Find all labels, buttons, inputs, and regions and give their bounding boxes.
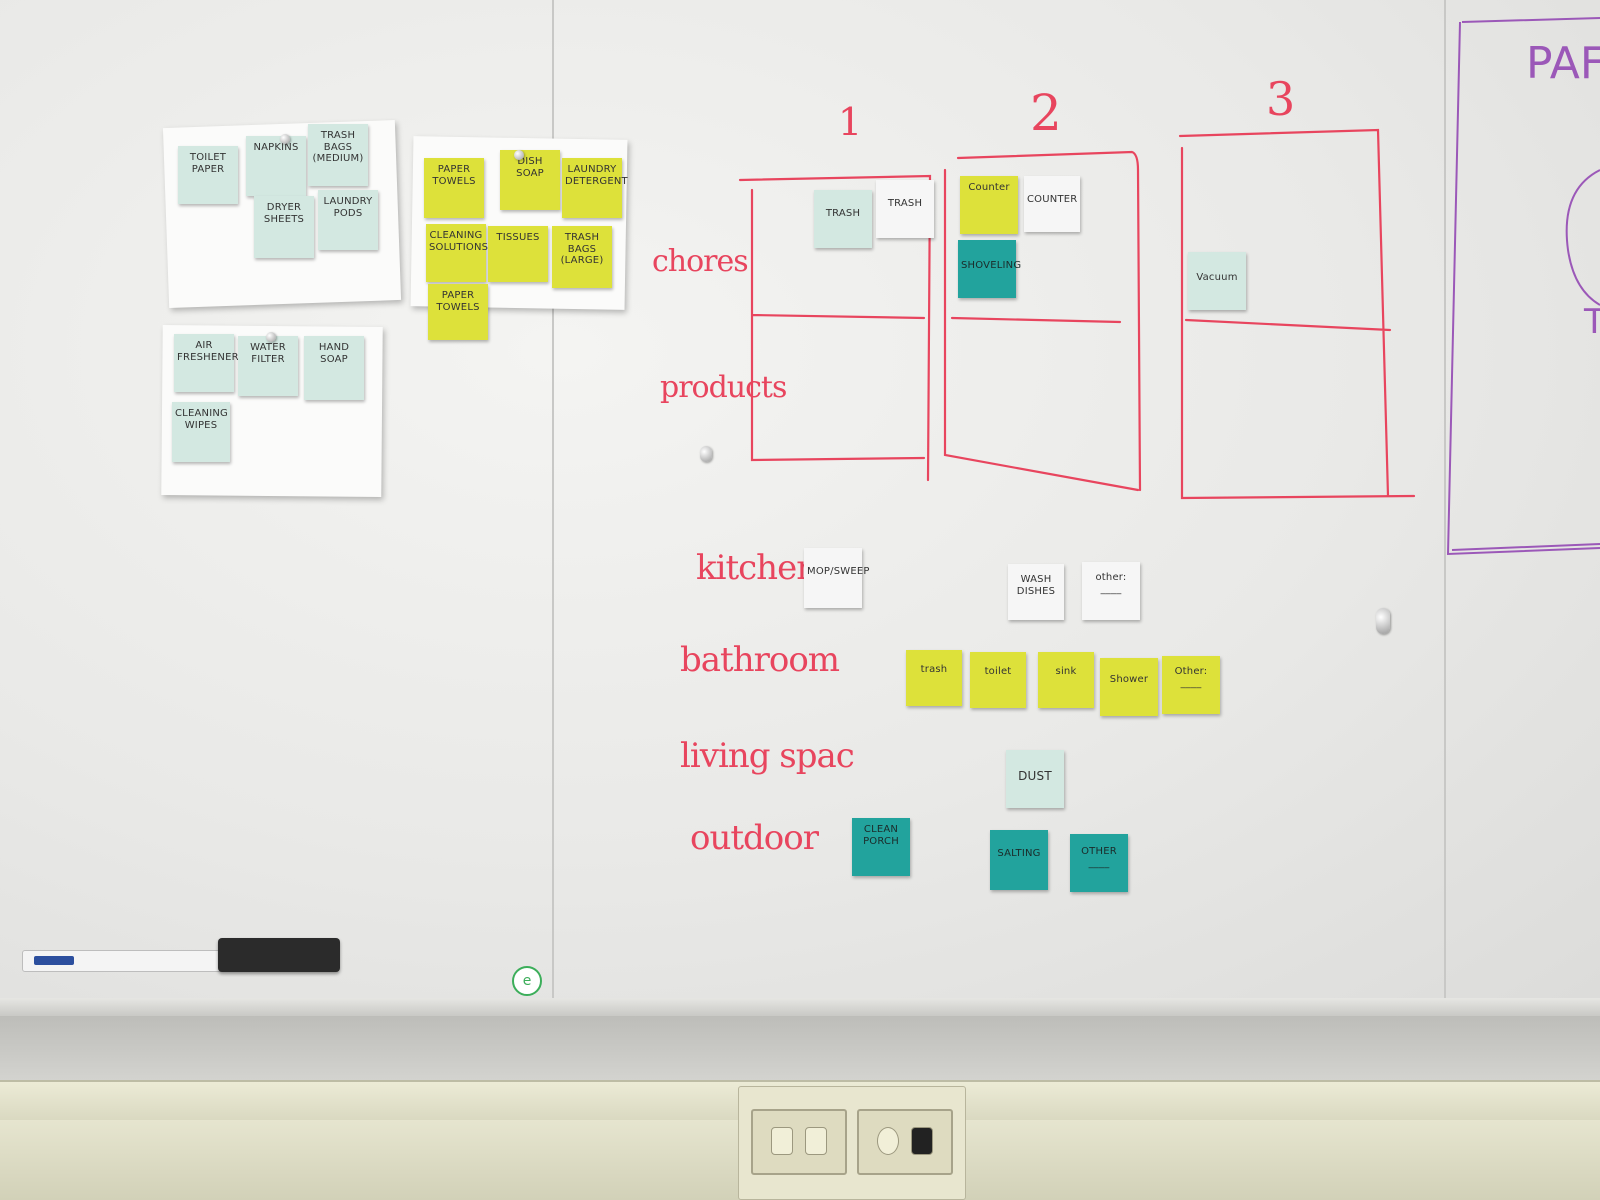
sticky-note[interactable]: TISSUES [488,226,548,282]
sticky-note[interactable]: DRYER SHEETS [254,196,314,258]
purple-frame [1446,17,1600,556]
outlet-plate [738,1086,966,1200]
sticky-note[interactable]: toilet [970,652,1026,708]
duplex-outlet [751,1109,847,1175]
board-seam [1444,0,1446,1000]
category-label-outdoor: outdoor [690,818,819,858]
logo-icon: e [512,966,542,996]
sticky-note[interactable]: trash [906,650,962,706]
category-label-bathroom: bathroom [680,640,840,680]
sticky-note[interactable]: sink [1038,652,1094,708]
sticky-note[interactable]: Other: ____ [1162,656,1220,714]
sticky-note[interactable]: HAND SOAP [304,336,364,400]
sticky-note[interactable]: TRASH BAGS (MEDIUM) [308,124,368,186]
magnet [700,446,712,462]
sticky-note[interactable]: WASH DISHES [1008,564,1064,620]
row-label-chores: chores [652,244,749,279]
sticky-note[interactable]: CLEANING SOLUTIONS [426,224,488,282]
pushpin [514,150,524,160]
sticky-note[interactable]: WATER FILTER [238,336,298,396]
sticky-note[interactable]: SHOVELING [958,240,1021,298]
sticky-note[interactable]: CLEANING WIPES [172,402,230,462]
column-number-1: 1 [838,100,862,144]
pushpin [266,332,276,342]
pushpin [280,134,290,144]
sticky-note[interactable]: LAUNDRY PODS [318,190,378,250]
sticky-note[interactable]: MOP/SWEEP [804,548,869,608]
sticky-note[interactable]: DUST [1006,750,1064,808]
purple-fragment: T [1584,302,1600,342]
marker-drawing [738,17,1600,556]
purple-circle [1565,169,1600,306]
outlet-socket [771,1127,793,1155]
network-outlet [857,1109,953,1175]
magnet [1376,608,1390,634]
sticky-note[interactable]: CLEAN PORCH [852,818,910,876]
marker-tray [0,998,1600,1016]
board-seam [552,0,554,1000]
row-label-products: products [660,370,787,405]
sticky-note[interactable]: LAUNDRY DETERGENT [562,158,628,218]
grid-box-3 [1178,128,1416,500]
category-label-kitchen: kitchen [696,548,818,588]
sticky-note[interactable]: AIR FRESHENER [174,334,239,392]
sticky-note[interactable]: TRASH [876,180,934,238]
wall-below-board [0,1016,1600,1080]
ethernet-jack [911,1127,933,1155]
sticky-note[interactable]: DISH SOAP [500,150,560,210]
sticky-note[interactable]: NAPKINS [246,136,306,196]
outlet-socket [805,1127,827,1155]
sticky-note[interactable]: PAPER TOWELS [428,284,488,340]
sticky-note[interactable]: Shower [1100,658,1158,716]
sticky-note[interactable]: TRASH [814,190,872,248]
sticky-note[interactable]: Vacuum [1188,252,1246,310]
coax-jack [877,1127,899,1155]
column-number-2: 2 [1030,84,1062,142]
sticky-note[interactable]: COUNTER [1024,176,1080,232]
grid-box-1 [738,174,932,482]
grid-box-2 [943,150,1142,492]
sticky-note[interactable]: Counter [960,176,1018,234]
category-label-living-space: living spac [680,736,855,776]
column-number-3: 3 [1266,72,1295,126]
sticky-note[interactable]: TRASH BAGS (LARGE) [552,226,612,288]
sticky-note[interactable]: PAPER TOWELS [424,158,484,218]
sticky-note[interactable]: OTHER ____ [1070,834,1128,892]
marker-cap [34,956,74,965]
sticky-note[interactable]: TOILET PAPER [178,146,238,204]
purple-heading: PAF [1526,38,1600,89]
sticky-note[interactable]: SALTING [990,830,1048,890]
eraser[interactable] [218,938,340,972]
sticky-note[interactable]: other: ____ [1082,562,1140,620]
